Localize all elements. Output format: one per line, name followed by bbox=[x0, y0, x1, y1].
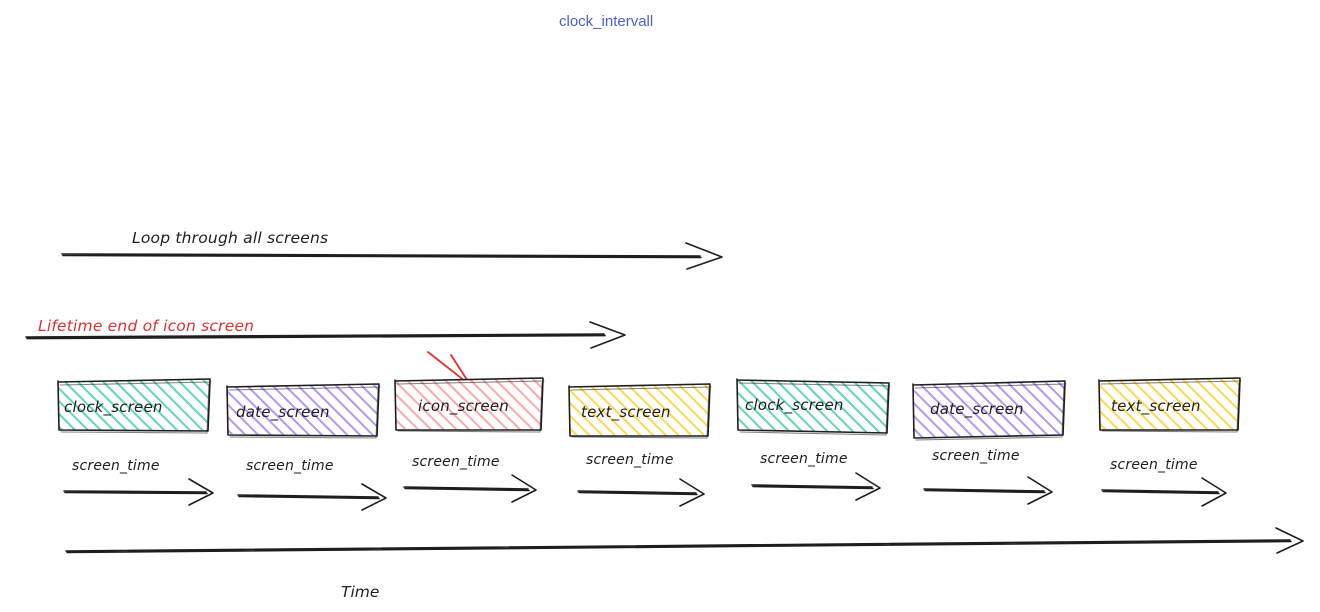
screen-box-label: clock_screen bbox=[745, 396, 844, 415]
screen-box-label: text_screen bbox=[581, 403, 671, 422]
screen-time-group-0: screen_time bbox=[63, 458, 214, 506]
lifetime-annotation-label: Lifetime end of icon screen bbox=[38, 317, 254, 335]
screen-time-label: screen_time bbox=[412, 454, 500, 470]
screen-box-label: clock_screen bbox=[64, 398, 163, 417]
screen-time-group-4: screen_time bbox=[751, 451, 881, 501]
screen-box-text-screen-1[interactable]: text_screen bbox=[568, 383, 712, 439]
loop-annotation-group: Loop through all screens bbox=[61, 229, 723, 270]
screen-time-label: screen_time bbox=[72, 458, 160, 474]
screen-box-label: date_screen bbox=[236, 403, 330, 422]
screen-box-date-screen-1[interactable]: date_screen bbox=[226, 383, 381, 439]
screen-box-label: text_screen bbox=[1111, 397, 1201, 416]
lifetime-annotation-group: Lifetime end of icon screen bbox=[25, 317, 626, 349]
screen-box-label: date_screen bbox=[930, 400, 1024, 419]
screen-box-clock-screen-1[interactable]: clock_screen bbox=[57, 378, 212, 434]
screen-box-date-screen-2[interactable]: date_screen bbox=[912, 380, 1067, 441]
screen-time-group-6: screen_time bbox=[1101, 457, 1227, 507]
page-title: clock_intervall bbox=[559, 13, 653, 30]
loop-annotation-label: Loop through all screens bbox=[132, 229, 328, 247]
screen-box-clock-screen-2[interactable]: clock_screen bbox=[736, 378, 891, 436]
screen-box-label: icon_screen bbox=[418, 397, 509, 416]
screens-row: clock_screen date_screen icon_screen tex… bbox=[57, 377, 1242, 441]
screen-time-row: screen_time screen_time screen_time scre… bbox=[63, 448, 1227, 511]
screen-time-group-5: screen_time bbox=[923, 448, 1053, 505]
screen-time-group-2: screen_time bbox=[403, 454, 537, 503]
lifetime-arrow bbox=[25, 321, 626, 349]
screen-time-label: screen_time bbox=[246, 458, 334, 474]
screen-time-label: screen_time bbox=[760, 451, 848, 467]
screen-time-label: screen_time bbox=[586, 452, 674, 468]
screen-time-group-3: screen_time bbox=[577, 452, 705, 507]
screen-time-group-1: screen_time bbox=[237, 458, 387, 511]
time-axis-label: Time bbox=[341, 583, 379, 601]
loop-arrow bbox=[61, 242, 723, 270]
screen-box-text-screen-2[interactable]: text_screen bbox=[1098, 377, 1242, 433]
screen-time-label: screen_time bbox=[1110, 457, 1198, 473]
screen-time-label: screen_time bbox=[932, 448, 1020, 464]
screen-box-icon-screen[interactable]: icon_screen bbox=[394, 377, 545, 433]
time-axis: Time bbox=[65, 527, 1304, 601]
